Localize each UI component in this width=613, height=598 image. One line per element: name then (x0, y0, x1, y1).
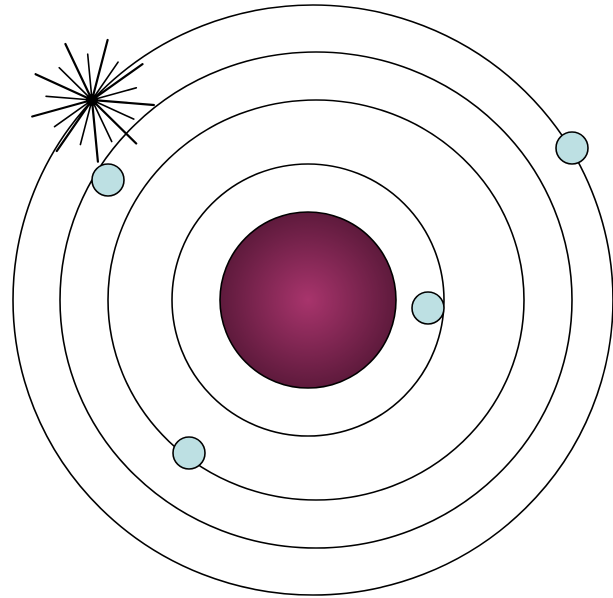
electron-orbit-3 (92, 164, 124, 196)
starburst-core (86, 94, 98, 106)
starburst-ray (59, 68, 92, 100)
nucleus (220, 212, 396, 388)
starburst-icon (32, 40, 154, 162)
starburst-ray (92, 100, 136, 144)
starburst-ray (65, 44, 92, 100)
electron-orbit-4 (556, 132, 588, 164)
electron-orbit-2 (173, 437, 205, 469)
starburst-ray (36, 74, 92, 100)
electron-orbit-1 (412, 292, 444, 324)
